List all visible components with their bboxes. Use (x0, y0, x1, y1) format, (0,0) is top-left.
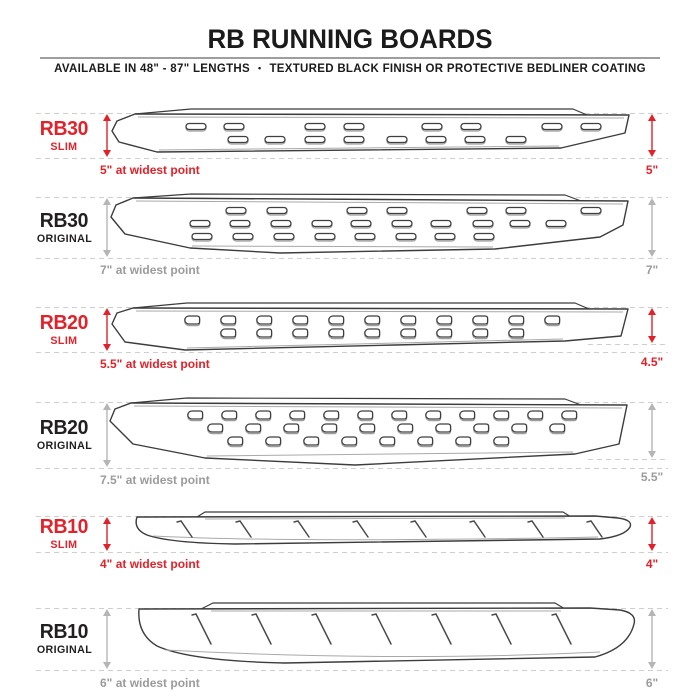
variant-name: SLIM (50, 334, 78, 347)
dimension-arrow-icon (103, 308, 111, 351)
model-name: RB30 (39, 209, 89, 232)
board-diagram-rb10-original (138, 602, 636, 664)
subtitle-lengths: AVAILABLE IN 48" - 87" LENGTHS (54, 63, 250, 75)
width-caption: 6" at widest point (100, 676, 200, 690)
board-diagram-rb20-slim (111, 302, 629, 351)
page-subtitle: AVAILABLE IN 48" - 87" LENGTHS • TEXTURED … (0, 63, 700, 75)
board-diagram-rb20-original (109, 397, 628, 466)
dimension-arrow-icon (648, 517, 656, 551)
dimension-arrow-icon (648, 609, 656, 669)
variant-name: SLIM (50, 539, 78, 551)
width-caption: 7" at widest point (100, 263, 200, 277)
subtitle-finish: TEXTURED BLACK FINISH OR PROTECTIVE BEDL… (269, 63, 646, 75)
dimension-guide-line (36, 258, 668, 259)
right-dimension-label: 7" (645, 263, 659, 277)
model-name: RB10 (39, 621, 89, 643)
dimension-guide-line (36, 552, 668, 553)
right-dimension-label: 4.5" (640, 355, 664, 369)
dimension-guide-line (36, 468, 668, 469)
title-divider (40, 57, 660, 59)
dimension-arrow-icon (103, 198, 111, 257)
variant-name: ORIGINAL (36, 440, 92, 452)
model-name: RB10 (39, 516, 89, 538)
dimension-arrow-icon (648, 198, 656, 257)
board-diagram-rb30-original (110, 193, 629, 254)
product-label-rb30-original: RB30 ORIGINAL (20, 197, 108, 258)
subtitle-separator-dot: • (258, 63, 262, 73)
dimension-arrow-icon (648, 403, 656, 458)
product-label-rb20-slim: RB20 SLIM (20, 307, 108, 352)
right-dimension-label: 5" (645, 163, 659, 177)
product-label-rb20-original: RB20 ORIGINAL (20, 402, 108, 468)
dimension-arrow-icon (103, 517, 111, 551)
width-caption: 4" at widest point (100, 557, 200, 571)
right-dimension-label: 5.5" (640, 470, 664, 484)
board-diagram-rb30-slim (111, 108, 630, 153)
product-label-rb30-slim: RB30 SLIM (20, 113, 108, 158)
dimension-guide-line (36, 670, 668, 671)
board-diagram-rb10-slim (135, 511, 632, 545)
right-dimension-label: 4" (645, 557, 659, 571)
dimension-arrow-icon (648, 308, 656, 343)
model-name: RB20 (39, 417, 89, 439)
width-caption: 7.5" at widest point (100, 473, 210, 487)
model-name: RB30 (39, 117, 89, 140)
dimension-guide-line (588, 344, 668, 345)
dimension-guide-line (36, 158, 668, 159)
variant-name: ORIGINAL (36, 232, 92, 245)
dimension-guide-line (588, 459, 668, 460)
dimension-arrow-icon (103, 609, 111, 669)
model-name: RB20 (39, 311, 89, 334)
product-label-rb10-original: RB10 ORIGINAL (20, 608, 108, 670)
dimension-guide-line (36, 352, 668, 353)
dimension-arrow-icon (648, 114, 656, 157)
dimension-arrow-icon (103, 114, 111, 157)
width-caption: 5.5" at widest point (100, 357, 210, 371)
page-title: RB RUNNING BOARDS (207, 24, 493, 54)
dimension-arrow-icon (103, 403, 111, 467)
width-caption: 5" at widest point (100, 163, 200, 177)
product-label-rb10-slim: RB10 SLIM (20, 516, 108, 552)
variant-name: ORIGINAL (36, 644, 92, 656)
right-dimension-label: 6" (645, 676, 659, 690)
variant-name: SLIM (50, 140, 78, 153)
